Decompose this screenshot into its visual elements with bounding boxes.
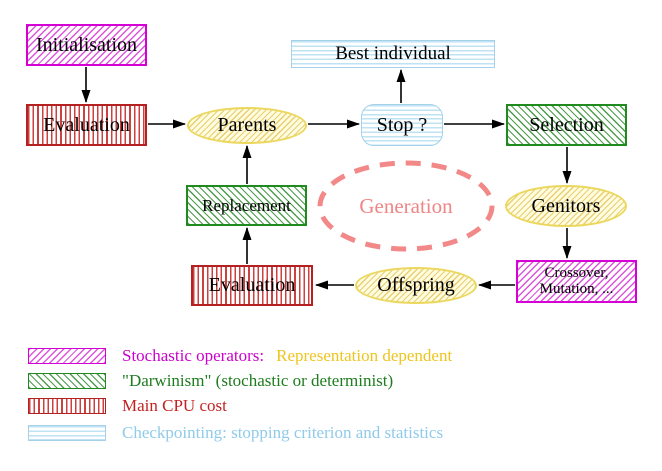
node-best-individual: Best individual xyxy=(291,40,495,68)
red-stripes-swatch-icon xyxy=(28,398,106,414)
node-stop-label: Stop ? xyxy=(376,113,428,136)
node-genitors-label: Genitors xyxy=(531,194,601,217)
node-selection-label: Selection xyxy=(529,113,604,136)
node-evaluation-top: Evaluation xyxy=(26,104,147,146)
node-parents-label: Parents xyxy=(217,114,277,136)
legend-text-stochastic-operators: Stochastic operators: Representation depe… xyxy=(122,346,452,366)
legend-label-representation: Representation dependent xyxy=(276,346,453,365)
node-replacement-label: Replacement xyxy=(202,195,291,215)
legend-label-darwinism: "Darwinism" (stochastic or determinist) xyxy=(122,371,394,390)
node-crossover-line1: Crossover, xyxy=(544,264,609,281)
legend-label-checkpointing: Checkpointing: stopping criterion and st… xyxy=(122,423,444,442)
node-genitors: Genitors xyxy=(505,185,627,227)
node-offspring-label: Offspring xyxy=(377,274,455,296)
node-generation-label: Generation xyxy=(359,193,453,218)
node-replacement: Replacement xyxy=(186,185,307,226)
legend-label-stochastic: Stochastic operators: xyxy=(122,346,265,365)
node-evaluation-bottom-label: Evaluation xyxy=(208,274,296,296)
node-initialisation-label: Initialisation xyxy=(35,33,138,56)
legend-label-cpu-cost: Main CPU cost xyxy=(122,396,227,415)
node-evaluation-bottom: Evaluation xyxy=(191,265,313,306)
node-stop: Stop ? xyxy=(361,104,443,146)
green-hatch-swatch-icon xyxy=(28,373,106,389)
node-parents: Parents xyxy=(187,107,307,144)
node-offspring: Offspring xyxy=(355,267,477,304)
node-evaluation-top-label: Evaluation xyxy=(43,113,130,136)
node-crossover-mutation: Crossover, Mutation, ... xyxy=(516,260,637,303)
magenta-hatch-swatch-icon xyxy=(28,348,106,364)
node-best-individual-label: Best individual xyxy=(335,43,451,65)
cyan-stripes-swatch-icon xyxy=(28,425,106,441)
node-selection: Selection xyxy=(506,104,627,146)
node-initialisation: Initialisation xyxy=(26,24,147,66)
node-crossover-line2: Mutation, ... xyxy=(539,280,614,297)
